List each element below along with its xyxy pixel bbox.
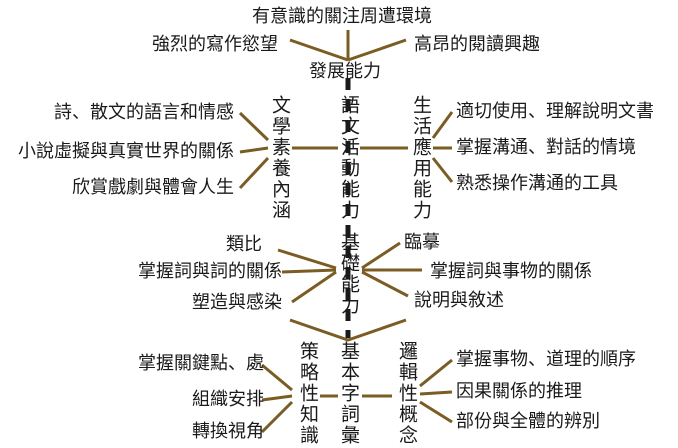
basic-left-item-2: 掌握詞與詞的關係: [138, 261, 282, 282]
literary-item-3: 欣賞戲劇與體會人生: [72, 177, 234, 198]
branch-life-3: [431, 157, 454, 183]
top-node: 發展能力: [309, 61, 381, 82]
basic-right-item-3: 說明與敘述: [414, 290, 504, 311]
basic-left-item-3: 塑造與感染: [192, 292, 282, 313]
strategy-item-1: 掌握關鍵點、處: [138, 353, 264, 374]
branch-funnel: [289, 318, 407, 342]
strategy-title: 策略性知識: [297, 341, 319, 446]
branch-basic-left-3: [291, 270, 337, 304]
life-item-3: 熟悉操作溝通的工具: [456, 173, 618, 194]
branch-top-right: [347, 38, 407, 62]
basic-right-item-1: 臨摹: [404, 232, 440, 253]
strategy-item-2: 組織安排: [192, 389, 264, 410]
literary-item-1: 詩、散文的語言和情感: [54, 102, 234, 123]
logic-title: 邏輯性概念: [396, 341, 418, 446]
branch-basic-left-2: [281, 268, 337, 274]
basic-left-item-1: 類比: [226, 234, 262, 255]
branch-basic-right-1: [361, 241, 401, 270]
life-item-2: 掌握溝通、對話的情境: [456, 137, 636, 158]
life-title: 生活應用能力: [410, 95, 432, 221]
branch-life-1: [431, 111, 454, 139]
branch-logic-3: [419, 400, 453, 424]
branch-basic-left-1: [277, 248, 337, 270]
literary-item-2: 小說虛擬與真實世界的關係: [18, 141, 234, 162]
logic-item-2: 因果關係的推理: [456, 381, 582, 402]
vocab-center: 基本字詞彙: [338, 341, 360, 446]
branch-strategy-3: [260, 400, 294, 434]
branch-basic-right-3: [361, 270, 409, 298]
strategy-item-3: 轉換視角: [192, 421, 264, 442]
top-right-item: 高昂的閱讀興趣: [414, 34, 540, 55]
branch-top-left: [289, 38, 349, 62]
logic-item-3: 部份與全體的辨別: [456, 411, 600, 432]
top-item: 有意識的關注周遭環境: [252, 6, 432, 27]
branch-literary-1: [238, 111, 270, 142]
branch-strategy-2: [261, 394, 293, 402]
branch-literary-3: [238, 156, 270, 190]
literary-title: 文學素養內涵: [269, 95, 291, 221]
branch-logic-1: [419, 358, 453, 388]
branch-literary-2: [239, 146, 269, 154]
branch-logic-2: [419, 390, 453, 396]
logic-item-1: 掌握事物、道理的順序: [456, 349, 636, 370]
branch-strategy-1: [261, 363, 293, 392]
basic-center: 基礎能力: [338, 232, 360, 316]
language-center: 語文活動能力: [338, 95, 360, 221]
top-left-item: 強烈的寫作慾望: [152, 34, 278, 55]
basic-right-item-2: 掌握詞與事物的關係: [430, 261, 592, 282]
life-item-1: 適切使用、理解說明文書: [456, 101, 654, 122]
